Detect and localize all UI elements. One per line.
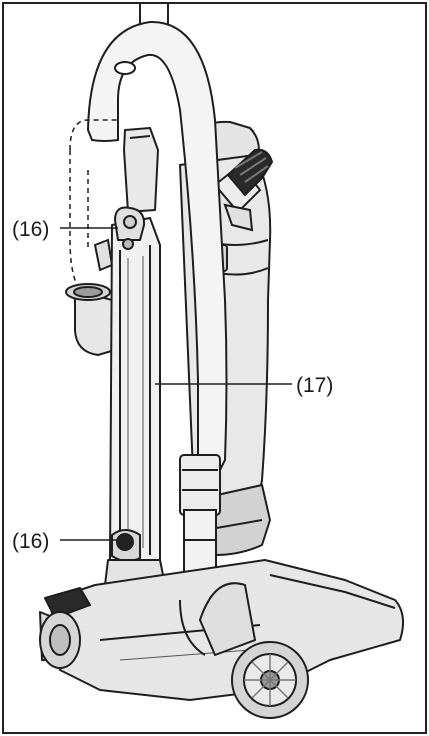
hose-end-left <box>65 238 117 357</box>
callout-label-16-top: (16) <box>12 218 49 241</box>
hose-alt-end <box>69 239 91 301</box>
hose-alt-position <box>69 119 118 250</box>
crevice-tool <box>213 148 274 232</box>
floor-head <box>39 559 405 719</box>
wand-tube <box>179 454 221 581</box>
hose <box>86 20 228 471</box>
callout-label-17: (17) <box>296 374 333 397</box>
callout-label-16-bottom: (16) <box>12 530 49 553</box>
